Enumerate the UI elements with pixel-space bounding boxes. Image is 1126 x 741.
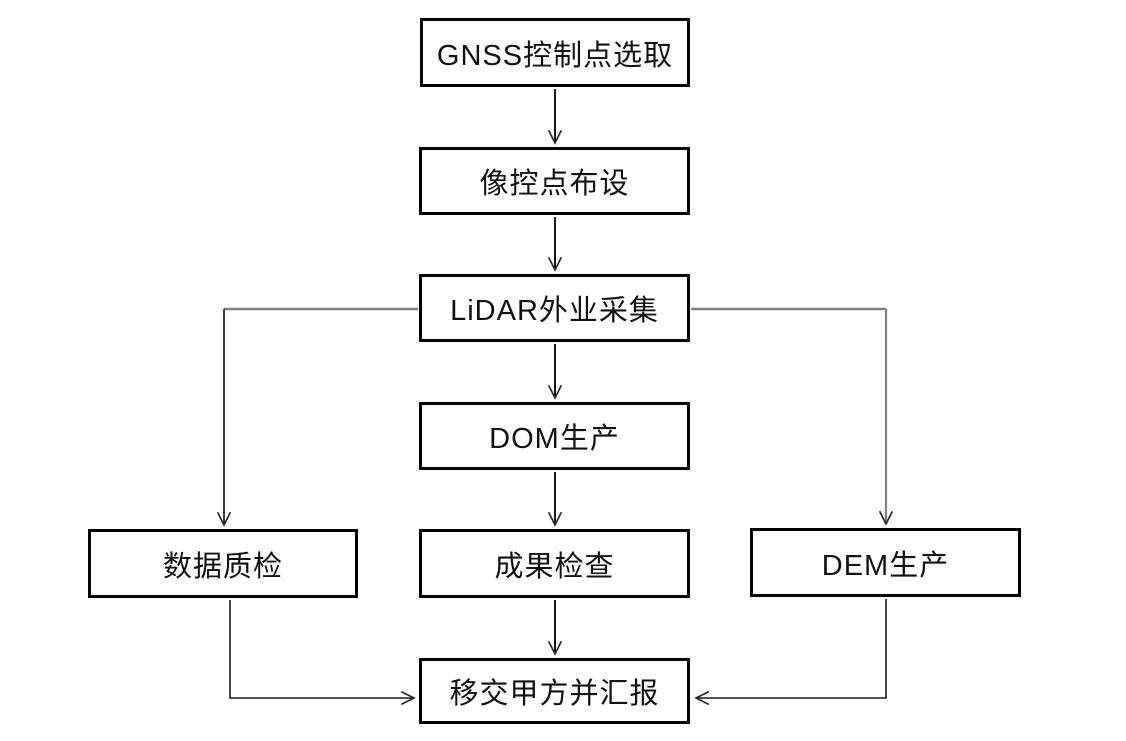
node-handover-and-report: 移交甲方并汇报 (419, 658, 690, 724)
node-label: DOM生产 (489, 423, 620, 455)
node-result-inspection: 成果检查 (419, 529, 690, 598)
node-dem-production: DEM生产 (750, 528, 1021, 597)
node-label: LiDAR外业采集 (450, 295, 659, 327)
node-label: 像控点布设 (479, 168, 630, 200)
node-label: DEM生产 (821, 549, 950, 582)
arrow-dataqc-to-handover (229, 600, 416, 706)
node-gnss-control-point-selection: GNSS控制点选取 (420, 18, 690, 87)
node-data-quality-check: 数据质检 (88, 529, 358, 598)
node-label: GNSS控制点选取 (436, 39, 674, 72)
node-label: 数据质检 (162, 550, 283, 583)
arrow-dem-to-handover (694, 599, 887, 706)
node-dom-production: DOM生产 (419, 402, 690, 470)
node-label: 移交甲方并汇报 (449, 678, 660, 710)
node-label: 成果检查 (494, 550, 615, 583)
node-lidar-field-collection: LiDAR外业采集 (419, 274, 690, 342)
node-image-control-point-layout: 像控点布设 (419, 147, 690, 215)
